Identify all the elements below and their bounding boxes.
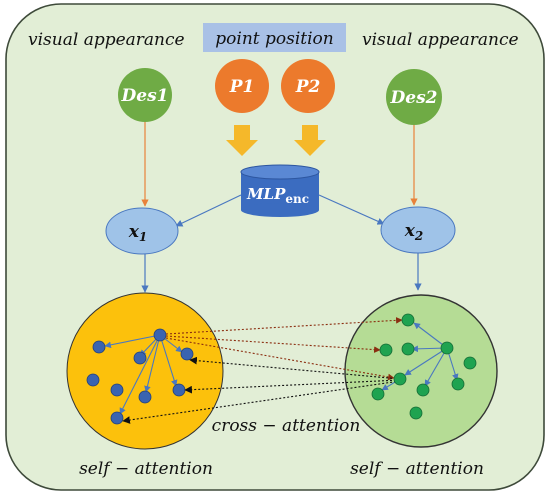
cross-attention-edges (122, 317, 403, 424)
des2-label: Des2 (390, 88, 438, 108)
node-dot (138, 390, 152, 404)
point-position-banner (203, 23, 346, 52)
x2-label: x2 (404, 221, 424, 243)
right-self-attention-circle (344, 294, 498, 448)
node-dot (153, 328, 167, 342)
node-dot (463, 356, 477, 370)
visual-appearance-left-label: visual appearance (28, 30, 185, 50)
left-self-attention-circle (66, 292, 224, 450)
node-dot (401, 313, 415, 327)
p1-node: P1 (215, 59, 269, 113)
x1-node: x1 (105, 207, 179, 255)
node-dot (401, 342, 415, 356)
node-dot (416, 383, 430, 397)
des1-label: Des1 (121, 86, 169, 106)
p2-label: P2 (295, 77, 321, 97)
node-dot (180, 347, 194, 361)
node-dot (172, 383, 186, 397)
mlp-encoder-cylinder: MLPenc (240, 164, 320, 217)
self-attention-right-label: self − attention (350, 459, 484, 479)
mlp-to-x2-arrow (318, 194, 385, 225)
x1-label: x1 (128, 222, 148, 244)
visual-appearance-right-label: visual appearance (362, 30, 519, 50)
point-position-label: point position (215, 29, 333, 49)
des1-node: Des1 (118, 68, 172, 122)
node-dot (133, 351, 147, 365)
node-dot (92, 340, 106, 354)
p2-node: P2 (281, 59, 335, 113)
node-dot (451, 377, 465, 391)
node-dot (440, 341, 454, 355)
node-dot (409, 406, 423, 420)
right-graph-nodes (371, 313, 477, 420)
node-dot (110, 411, 124, 425)
p1-label: P1 (229, 77, 255, 97)
des2-node: Des2 (386, 69, 442, 125)
node-dot (110, 383, 124, 397)
node-dot (379, 343, 393, 357)
node-dot (393, 372, 407, 386)
self-attention-left-label: self − attention (79, 459, 213, 479)
cross-attention-label: cross − attention (212, 416, 361, 436)
p1-down-arrow (226, 125, 258, 156)
node-dot (86, 373, 100, 387)
left-graph-nodes (86, 328, 194, 425)
x2-node: x2 (380, 206, 456, 254)
mlp-encoder-label: MLPenc (246, 185, 309, 206)
p2-down-arrow (294, 125, 326, 156)
mlp-to-x1-arrow (175, 194, 242, 227)
node-dot (371, 387, 385, 401)
